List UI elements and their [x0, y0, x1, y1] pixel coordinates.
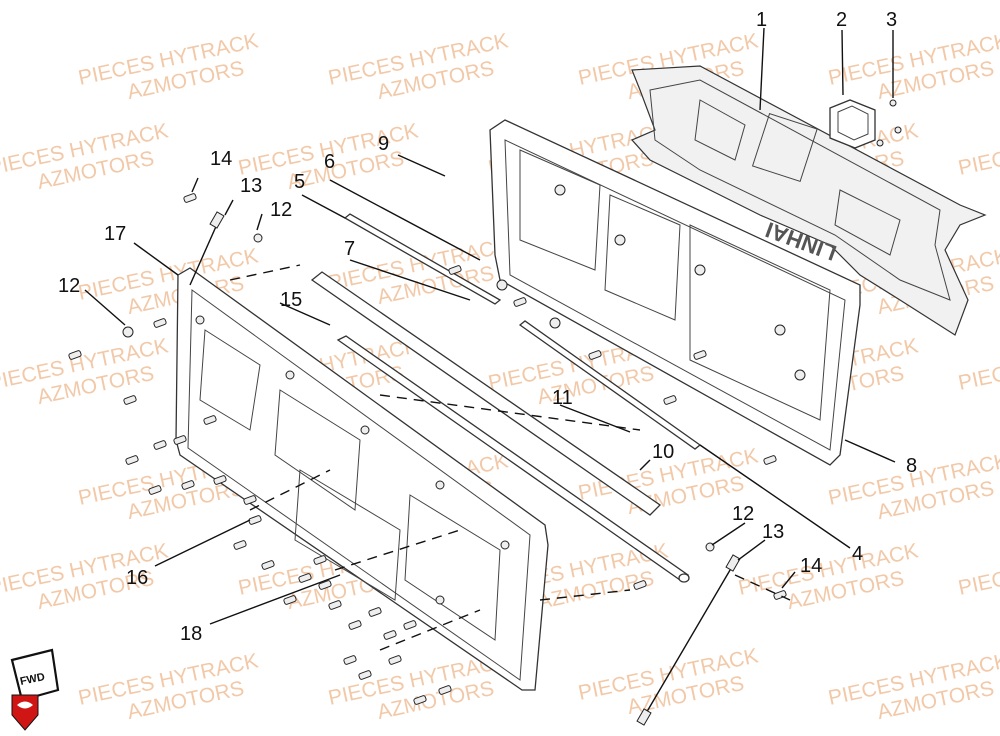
bolt — [68, 350, 82, 360]
bolt — [663, 395, 677, 405]
bolt — [633, 580, 647, 590]
callout-9: 9 — [378, 133, 389, 155]
bolt — [233, 540, 247, 550]
bolt — [123, 395, 137, 405]
part-13-cable-right — [636, 554, 741, 726]
bolt — [693, 350, 707, 360]
bolt — [183, 193, 197, 203]
bolt — [588, 350, 602, 360]
bolt — [298, 573, 312, 583]
bolt — [448, 265, 462, 275]
fwd-label: FWD — [19, 671, 46, 688]
bolt — [328, 600, 342, 610]
callout-12: 12 — [732, 503, 754, 525]
callout-13: 13 — [240, 175, 262, 197]
bolt — [125, 455, 139, 465]
bolt — [383, 630, 397, 640]
bolt — [773, 590, 787, 600]
callout-12: 12 — [270, 199, 292, 221]
callout-6: 6 — [324, 151, 335, 173]
bolt — [348, 620, 362, 630]
part-10-tube — [336, 335, 690, 583]
callout-16: 16 — [126, 567, 148, 589]
bolt — [763, 455, 777, 465]
bolt — [243, 495, 257, 505]
callout-1: 1 — [756, 9, 767, 31]
bolt — [283, 595, 297, 605]
part-6-rod — [343, 213, 502, 305]
bolt — [153, 318, 167, 328]
bolt — [148, 485, 162, 495]
bolt — [318, 580, 332, 590]
callout-18: 18 — [180, 623, 202, 645]
watermark-line1: PIECES HYTRACK — [956, 334, 1000, 395]
bolt — [388, 655, 402, 665]
callout-15: 15 — [280, 289, 302, 311]
callout-14: 14 — [210, 148, 232, 170]
bolt — [413, 695, 427, 705]
bolt — [313, 555, 327, 565]
callout-11: 11 — [552, 387, 573, 409]
callout-8: 8 — [906, 455, 917, 477]
watermark-line1: PIECES HYTRACK — [956, 539, 1000, 600]
bolt — [181, 480, 195, 490]
callout-13: 13 — [762, 521, 784, 543]
callout-4: 4 — [852, 543, 863, 565]
washers — [122, 233, 715, 552]
part-15-rod — [310, 271, 662, 516]
fasteners — [68, 193, 787, 705]
watermark-line1: PIECES HYTRACK — [956, 119, 1000, 180]
bolt — [248, 515, 262, 525]
callout-17: 17 — [104, 223, 126, 245]
bolt — [261, 560, 275, 570]
bolt — [203, 415, 217, 425]
part-13-cable-left — [189, 211, 225, 286]
bolt — [213, 475, 227, 485]
bolt — [403, 620, 417, 630]
fwd-arrow-icon — [10, 648, 60, 702]
callout-3: 3 — [886, 9, 897, 31]
dashed-leaders — [229, 264, 791, 651]
bolt — [153, 440, 167, 450]
callout-2: 2 — [836, 9, 847, 31]
part-18-tailgate-plate — [175, 267, 549, 691]
callout-14: 14 — [800, 555, 822, 577]
leader-lines — [84, 27, 896, 625]
bolt — [343, 655, 357, 665]
callout-7: 7 — [344, 238, 355, 260]
part-8-tailgate-shell — [489, 119, 861, 466]
brand-emblem-icon — [17, 701, 33, 709]
bolt — [368, 607, 382, 617]
callout-5: 5 — [294, 171, 305, 193]
bolt — [173, 435, 187, 445]
bolt — [438, 685, 452, 695]
bolt — [513, 297, 527, 307]
part-3-screws — [876, 99, 902, 147]
azmotors-shield-icon — [11, 694, 39, 731]
fwd-badge: FWD — [10, 648, 60, 731]
callout-12: 12 — [58, 275, 80, 297]
callout-10: 10 — [652, 441, 674, 463]
part-2-handle-bezel — [829, 99, 876, 149]
bolt — [358, 670, 372, 680]
